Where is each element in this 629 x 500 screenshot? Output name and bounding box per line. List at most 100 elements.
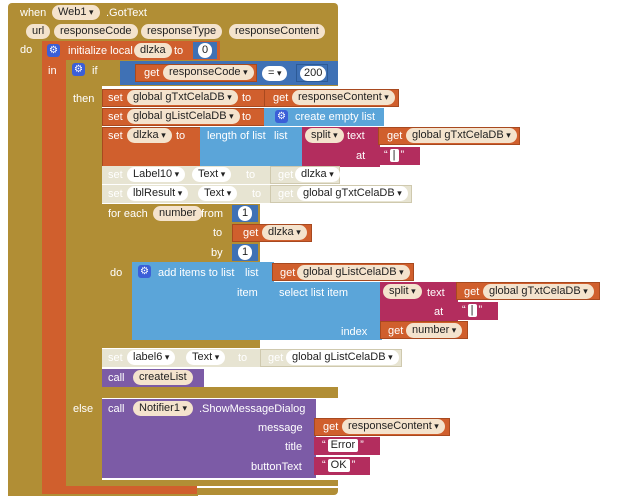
- add-items-mutator-gear-icon[interactable]: ⚙: [138, 265, 151, 278]
- text-literal-error[interactable]: “Error”: [322, 439, 364, 452]
- get-var-dropdown[interactable]: global gListCelaDB: [297, 265, 410, 280]
- set-to-label: to: [246, 169, 256, 181]
- index-label: index: [341, 326, 368, 338]
- get-label: get: [144, 67, 160, 79]
- component-dropdown[interactable]: Notifier1: [133, 401, 193, 416]
- method-name: .ShowMessageDialog: [199, 403, 306, 415]
- set-to-label: to: [238, 352, 248, 364]
- get-var-dropdown[interactable]: number: [406, 323, 463, 338]
- by-label: by: [211, 247, 223, 259]
- get-label: get: [323, 421, 339, 433]
- param-responsetype[interactable]: responseType: [141, 24, 223, 39]
- get-label: get: [268, 352, 284, 364]
- length-of-list-label: length of list: [207, 130, 266, 142]
- param-responsecode[interactable]: responseCode: [54, 24, 138, 39]
- call-label: call: [108, 403, 125, 415]
- get-label: get: [388, 325, 404, 337]
- loop-var-name[interactable]: number: [153, 206, 203, 221]
- to-label: to: [213, 227, 223, 239]
- param-responsecontent[interactable]: responseContent: [229, 24, 325, 39]
- component-dropdown[interactable]: Label10: [127, 167, 186, 182]
- get-var-dropdown[interactable]: global gListCelaDB: [286, 350, 399, 365]
- call-label: call: [108, 372, 125, 384]
- else-label: else: [73, 403, 94, 415]
- for-each-label: for each: [108, 208, 148, 220]
- add-items-label: add items to list: [158, 267, 235, 279]
- text-literal-block[interactable]: [378, 147, 420, 165]
- component-dropdown[interactable]: Web1: [52, 5, 100, 20]
- add-items-item-label: item: [237, 287, 258, 299]
- set-var-dropdown[interactable]: global gListCelaDB: [127, 109, 240, 124]
- for-each-do-label: do: [110, 267, 123, 279]
- component-dropdown[interactable]: label6: [127, 350, 176, 365]
- title-label: title: [285, 441, 303, 453]
- text-literal-ok[interactable]: “OK”: [322, 459, 356, 472]
- property-dropdown[interactable]: Text: [186, 350, 226, 365]
- split-at-label: at: [434, 306, 444, 318]
- text-literal-value[interactable]: Error: [327, 439, 359, 452]
- get-label: get: [273, 92, 289, 104]
- text-literal-block[interactable]: [456, 302, 498, 320]
- set-to-label: to: [176, 130, 186, 142]
- when-label: when: [20, 7, 47, 19]
- get-var-dropdown[interactable]: dlzka: [295, 167, 340, 182]
- length-of-list-block[interactable]: [200, 127, 304, 167]
- if-mutator-gear-icon[interactable]: ⚙: [72, 63, 85, 76]
- set-var-dropdown[interactable]: dlzka: [127, 128, 172, 143]
- select-list-item-label: select list item: [279, 287, 349, 299]
- get-var-dropdown[interactable]: dlzka: [262, 225, 307, 240]
- set-label: set: [108, 92, 123, 104]
- initialize-local-label: initialize local: [68, 45, 133, 57]
- number-value-from[interactable]: 1: [238, 206, 253, 221]
- get-var-dropdown[interactable]: global gTxtCelaDB: [406, 128, 517, 143]
- number-value-0[interactable]: 0: [198, 43, 213, 58]
- message-label: message: [258, 422, 303, 434]
- get-var-dropdown[interactable]: global gTxtCelaDB: [483, 284, 594, 299]
- set-to-label: to: [242, 111, 252, 123]
- do-label: do: [20, 44, 33, 56]
- create-empty-list-label: create empty list: [295, 111, 376, 123]
- select-list-item-block[interactable]: [272, 282, 382, 340]
- text-literal-sep[interactable]: “|”: [462, 304, 483, 317]
- get-var-dropdown[interactable]: global gTxtCelaDB: [297, 186, 408, 201]
- add-items-list-label: list: [245, 267, 259, 279]
- list-mutator-gear-icon[interactable]: ⚙: [275, 110, 288, 123]
- local-var-name[interactable]: dlzka: [134, 43, 172, 58]
- property-dropdown[interactable]: Text: [192, 167, 232, 182]
- in-label: in: [48, 65, 57, 77]
- text-literal-sep[interactable]: “|”: [384, 149, 405, 162]
- compare-op-dropdown[interactable]: =: [262, 66, 288, 81]
- create-empty-list-block[interactable]: [264, 108, 384, 126]
- procedure-name[interactable]: createList: [133, 370, 193, 385]
- text-literal-value[interactable]: |: [389, 149, 399, 162]
- text-literal-value[interactable]: |: [467, 304, 477, 317]
- set-label: set: [108, 188, 123, 200]
- get-label: get: [387, 130, 403, 142]
- split-dropdown[interactable]: split: [383, 284, 422, 299]
- local-to-label: to: [174, 45, 184, 57]
- get-label: get: [278, 169, 294, 181]
- number-value-by[interactable]: 1: [238, 245, 253, 260]
- get-var-dropdown[interactable]: responseContent: [342, 419, 445, 434]
- then-label: then: [73, 93, 95, 105]
- property-dropdown[interactable]: Text: [198, 186, 238, 201]
- get-var-dropdown[interactable]: responseCode: [163, 65, 254, 80]
- component-dropdown[interactable]: lblResult: [127, 186, 189, 201]
- initialize-local-block[interactable]: [42, 41, 220, 60]
- mutator-gear-icon[interactable]: ⚙: [47, 44, 60, 57]
- set-var-dropdown[interactable]: global gTxtCelaDB: [127, 90, 238, 105]
- buttontext-label: buttonText: [251, 461, 302, 473]
- add-items-to-list-block[interactable]: [132, 262, 274, 340]
- from-label: from: [201, 208, 223, 220]
- set-label: set: [108, 352, 123, 364]
- initialize-local-footer: [42, 485, 197, 494]
- set-label: set: [108, 130, 123, 142]
- get-var-dropdown[interactable]: responseContent: [292, 90, 395, 105]
- param-url[interactable]: url: [26, 24, 51, 39]
- number-value-200[interactable]: 200: [300, 66, 327, 81]
- set-label: set: [108, 111, 123, 123]
- split-dropdown[interactable]: split: [305, 128, 344, 143]
- text-literal-value[interactable]: OK: [327, 459, 350, 472]
- event-name: .GotText: [106, 7, 147, 19]
- get-label: get: [464, 286, 480, 298]
